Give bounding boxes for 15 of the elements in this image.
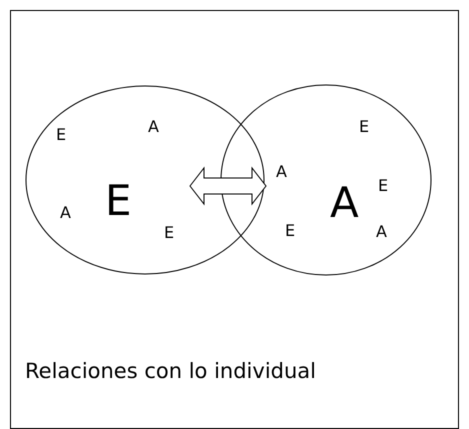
set-circle <box>25 85 265 275</box>
member-letter: A <box>148 119 159 135</box>
double-arrow <box>189 166 267 206</box>
set-letter: E <box>105 180 132 222</box>
member-letter: E <box>285 223 296 239</box>
set-letter: A <box>330 182 359 224</box>
member-letter: E <box>378 178 388 194</box>
member-letter: A <box>376 224 387 240</box>
member-letter: A <box>276 164 287 180</box>
caption: Relaciones con lo individual <box>25 359 316 383</box>
member-letter: E <box>56 127 66 143</box>
member-letter: A <box>60 205 71 221</box>
member-letter: E <box>359 119 370 135</box>
member-letter: E <box>164 225 174 241</box>
set-circle <box>220 84 432 276</box>
